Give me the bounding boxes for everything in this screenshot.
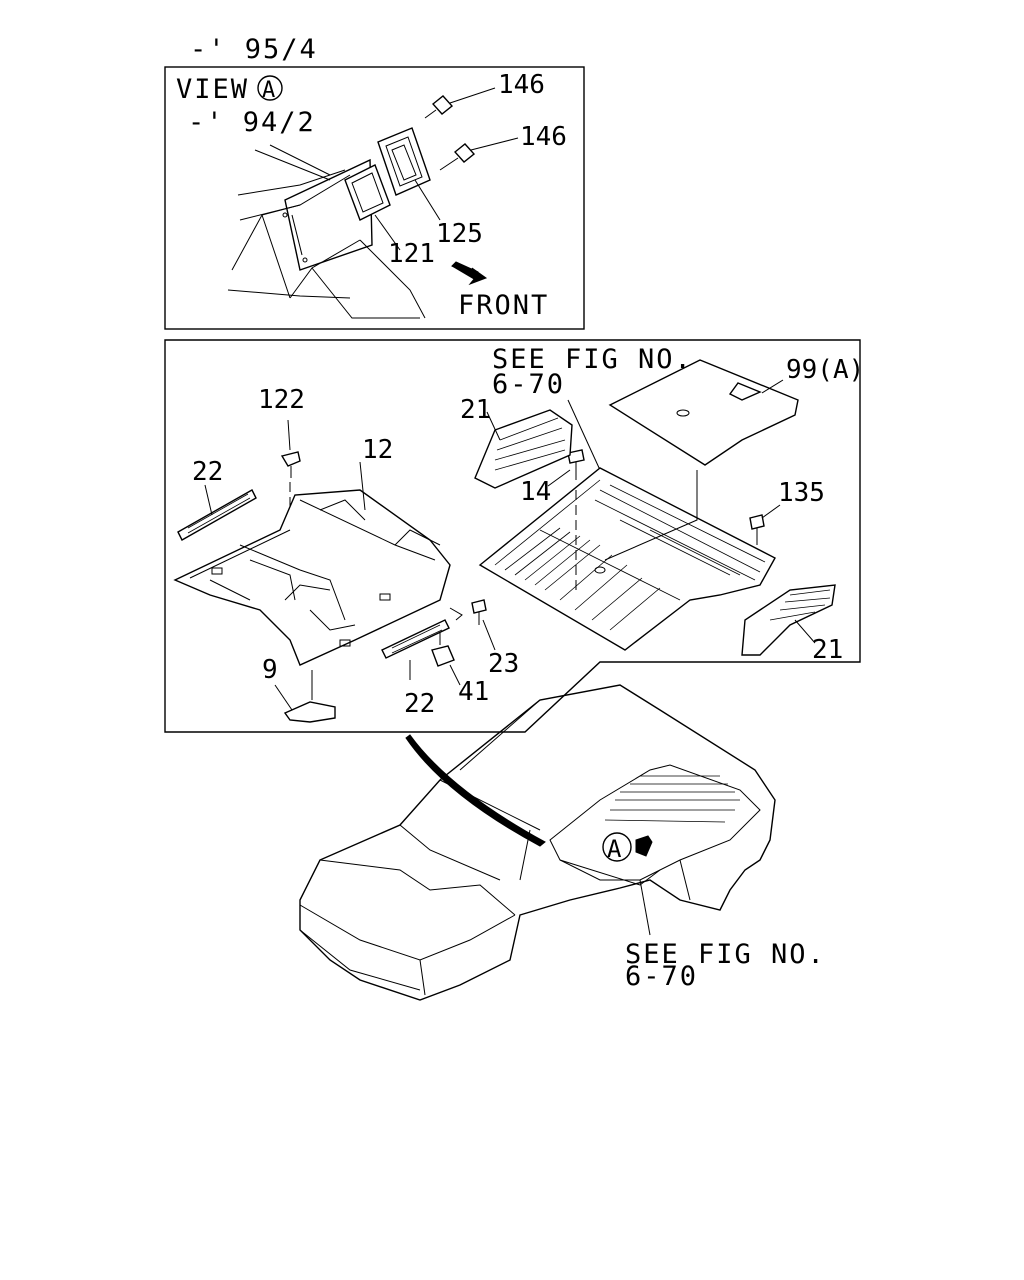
bolt-146-upper — [424, 95, 454, 119]
floor-carpet-12 — [173, 489, 451, 666]
screw-14 — [567, 449, 585, 590]
vehicle-see-fig-line2: 6-70 — [625, 961, 698, 992]
vehicle-view-a-letter: A — [607, 835, 622, 863]
vehicle-view-a-arrow-icon — [635, 835, 653, 857]
callout-23: 23 — [488, 649, 519, 679]
clip-135 — [749, 514, 765, 545]
see-fig-line2: 6-70 — [492, 369, 565, 400]
scuff-plate-22-left — [177, 489, 257, 541]
callout-22-left: 22 — [192, 457, 223, 487]
callout-21-upper: 21 — [460, 395, 491, 425]
view-a-inset: VIEW A -' 94/2 — [164, 66, 585, 330]
see-fig-line1: SEE FIG NO. — [492, 344, 693, 375]
scuff-plate-22-lower — [381, 619, 450, 659]
main-panel-frame — [164, 339, 861, 733]
view-a-circle-letter: A — [262, 78, 275, 103]
pad-121 — [344, 164, 391, 221]
bracket-125 — [377, 127, 431, 196]
callout-99a: 99(A) — [786, 355, 864, 385]
view-a-title: VIEW — [176, 74, 249, 105]
callout-146-lower: 146 — [520, 122, 567, 152]
main-panel: SEE FIG NO. 6-70 99(A) — [164, 339, 864, 733]
callout-22-lower: 22 — [404, 689, 435, 719]
header-date-code: -' 95/4 — [190, 34, 318, 65]
rear-mat-99a — [608, 359, 799, 466]
view-a-circle-marker — [257, 75, 283, 101]
callout-9: 9 — [262, 655, 278, 685]
callout-135: 135 — [778, 478, 825, 508]
vehicle-outline — [299, 684, 776, 1001]
clip-23 — [449, 599, 487, 625]
callout-14: 14 — [520, 477, 551, 507]
front-arrow-icon — [451, 261, 488, 286]
front-label: FRONT — [458, 290, 549, 321]
stopper-41 — [431, 632, 455, 667]
callout-21-right: 21 — [812, 635, 843, 665]
callout-146-upper: 146 — [498, 70, 545, 100]
vehicle-see-fig-line1: SEE FIG NO. — [625, 939, 826, 970]
callout-121: 121 — [388, 239, 435, 269]
bolt-146-lower — [439, 143, 476, 171]
view-a-date-code: -' 94/2 — [188, 107, 316, 138]
callout-125: 125 — [436, 219, 483, 249]
rear-floor-panel — [478, 467, 776, 651]
callout-12: 12 — [362, 435, 393, 465]
view-a-body-structure — [227, 144, 426, 319]
callout-122: 122 — [258, 385, 305, 415]
pad-9 — [283, 670, 336, 723]
callout-41: 41 — [458, 677, 489, 707]
vehicle-view-a-circle-marker — [602, 832, 632, 862]
view-a-frame — [164, 66, 585, 330]
side-trim-21-right — [741, 584, 836, 656]
